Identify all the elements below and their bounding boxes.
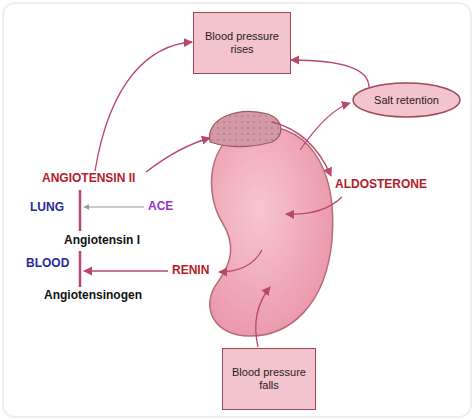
ace-arrow: [84, 207, 144, 208]
aldosterone-kidney-arrow: [286, 197, 342, 214]
pathway-label: BLOOD: [26, 257, 69, 270]
kidney: [210, 127, 333, 336]
pathway-label: Angiotensin I: [64, 234, 140, 247]
pathway-bar: [79, 190, 82, 231]
frame: [3, 3, 471, 417]
process-box: Blood pressure rises: [193, 12, 291, 74]
pathway-bar: [79, 251, 82, 287]
process-box: Blood pressure falls: [222, 348, 316, 410]
pathway-label: ANGIOTENSIN II: [42, 172, 135, 185]
renin-arrow: [84, 270, 168, 271]
arrow-connector: [291, 60, 369, 87]
angiotensin-adrenal-arrow: [146, 138, 210, 172]
bp-falls-kidney-arrow: [256, 287, 270, 347]
adrenal-aldosterone-arrow: [272, 122, 331, 176]
ellipse-node: Salt retention: [352, 82, 461, 118]
pathway-label: ALDOSTERONE: [335, 178, 427, 191]
adrenal-texture: [209, 112, 280, 147]
pathway-label: ACE: [148, 200, 173, 213]
node-text: Blood pressure falls: [223, 366, 315, 392]
kidney-salt-arrow: [300, 103, 350, 150]
adrenal-gland: [209, 112, 280, 147]
node-text: Salt retention: [374, 94, 439, 107]
pathway-label: LUNG: [30, 201, 64, 214]
pathway-label: RENIN: [172, 264, 209, 277]
node-text: Blood pressure rises: [194, 30, 290, 56]
kidney-renin-arrow: [219, 250, 262, 272]
pathway-label: Angiotensinogen: [44, 289, 142, 302]
